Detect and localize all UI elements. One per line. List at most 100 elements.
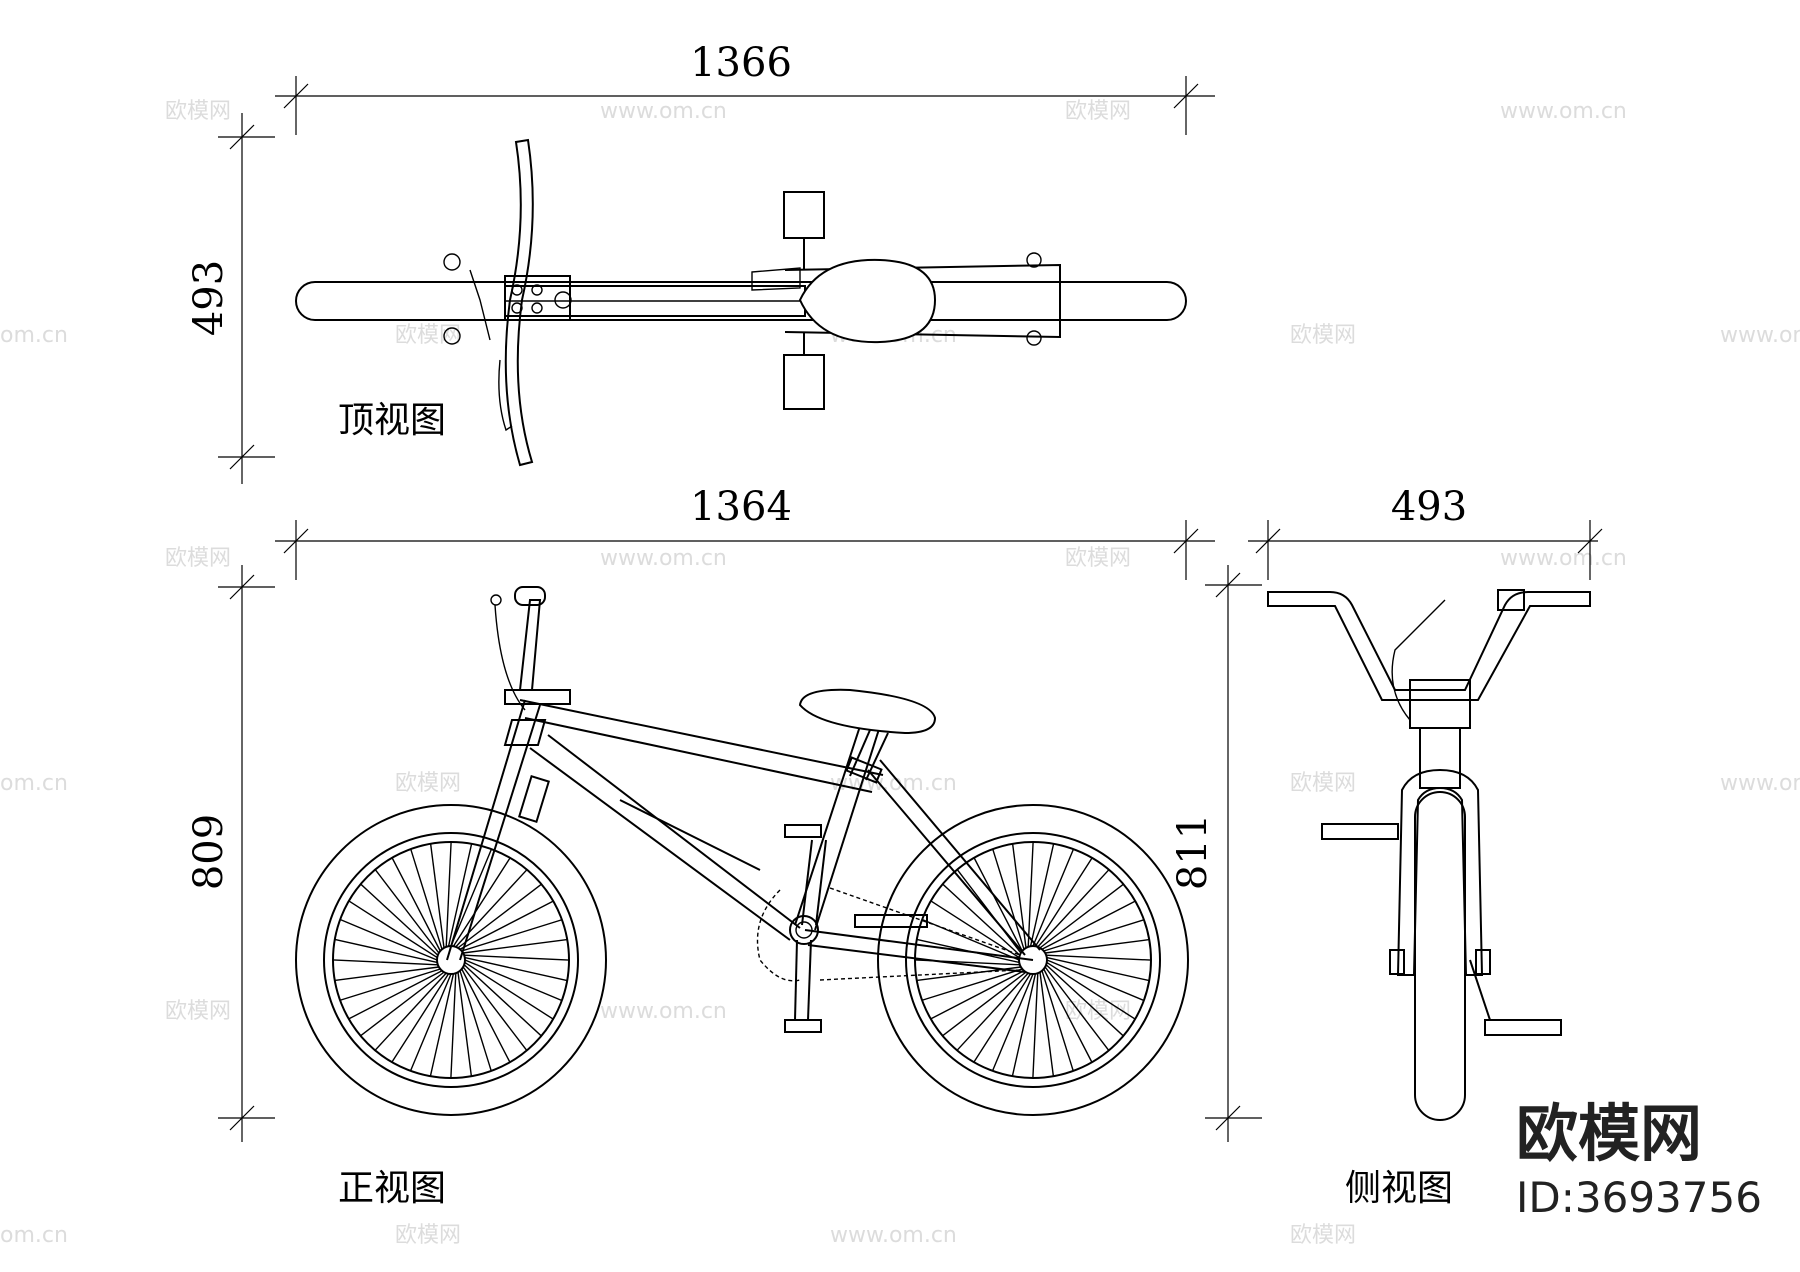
watermark-site: www.om.cn	[600, 999, 727, 1024]
side-view-bicycle	[1267, 589, 1591, 1121]
wheel-spoke	[1039, 883, 1124, 949]
wheel-spoke	[1029, 843, 1055, 947]
watermark-name: 欧模网	[1290, 771, 1356, 796]
front-wheel	[295, 804, 607, 1116]
wheel-spoke	[447, 843, 473, 947]
wheel-spoke	[360, 971, 445, 1037]
stem-side	[1409, 679, 1471, 729]
watermark-name: 欧模网	[1065, 999, 1131, 1024]
watermark-site: www.om.cn	[600, 99, 727, 124]
brand-id: ID:3693756	[1516, 1173, 1762, 1222]
watermark-short: om.cn	[0, 771, 68, 796]
top-height-dimension: 493	[186, 260, 232, 336]
wheel-spoke	[1041, 900, 1136, 950]
wheel-spoke	[339, 918, 438, 961]
brake-cable	[494, 604, 526, 711]
pedal-top-left	[783, 191, 825, 239]
wheel-spoke	[461, 919, 563, 952]
pedal-front-upper	[784, 824, 822, 838]
wheel-spoke	[360, 883, 439, 956]
wheel-spoke	[374, 972, 447, 1051]
wheel-spoke	[450, 973, 457, 1079]
wheel-spoke	[348, 970, 443, 1020]
watermark-site: www.om.cn	[830, 1223, 957, 1248]
headtube-side	[1419, 727, 1461, 789]
saddle-top	[798, 258, 937, 344]
wheel-spoke	[374, 869, 440, 954]
pedal-front-lower	[784, 1019, 822, 1033]
wheel-spoke	[429, 973, 455, 1077]
wheel-spoke	[992, 848, 1025, 950]
front-view-label: 正视图	[338, 1168, 446, 1209]
wheel-spoke	[921, 968, 1023, 1001]
top-dimension-lines	[218, 76, 1215, 484]
rear-wheel	[877, 804, 1189, 1116]
wheel-spoke	[457, 883, 542, 949]
front-width-dimension: 1364	[690, 484, 792, 530]
wheel-spoke	[1044, 966, 1110, 1051]
top-view-label: 顶视图	[338, 400, 446, 441]
wheel-spoke	[461, 968, 511, 1063]
chainring-top	[751, 267, 801, 291]
handlebar-side	[1267, 591, 1591, 701]
frame	[519, 699, 1041, 973]
wheel-spoke	[445, 841, 452, 947]
wheel-spoke	[1037, 869, 1110, 948]
wheel-spoke	[463, 964, 542, 1037]
wheel-spoke	[464, 956, 568, 982]
fork	[446, 699, 550, 961]
brake-lever-side	[1497, 589, 1525, 611]
wheel-spoke	[410, 848, 443, 950]
wheel-spoke	[1011, 973, 1037, 1077]
front-dimension-lines	[218, 520, 1262, 1142]
wheel-spoke	[1045, 964, 1124, 1037]
watermark-site: www.om.cn	[1720, 323, 1800, 348]
handlebar	[490, 586, 571, 711]
wheel-spoke	[1034, 857, 1093, 947]
wheel-spoke	[1043, 919, 1145, 952]
seat	[798, 688, 937, 784]
watermark-name: 欧模网	[1065, 99, 1131, 124]
wheel-spoke	[391, 857, 441, 952]
wheel-spoke	[1041, 970, 1074, 1072]
wheel-spoke	[1027, 841, 1034, 947]
pedal-side-left	[1321, 823, 1399, 840]
front-height-left-dimension: 809	[186, 814, 232, 890]
wheel-spoke	[1032, 848, 1075, 947]
watermark-name: 欧模网	[165, 999, 231, 1024]
wheel-spoke	[459, 900, 554, 950]
wheel-spoke	[452, 857, 511, 947]
side-dimension-lines	[1248, 520, 1603, 580]
wheel-spoke	[450, 848, 493, 947]
side-view-label: 侧视图	[1345, 1168, 1453, 1209]
wheel-spoke	[930, 900, 1020, 959]
watermark-layer: 欧模网 www.om.cn 欧模网 www.om.cn om.cn 欧模网 ww…	[0, 99, 1800, 1248]
wheel-spoke	[457, 972, 473, 1077]
wheel-spoke	[464, 959, 563, 1002]
wheel-spoke	[973, 857, 1023, 952]
wheel-spoke	[1046, 961, 1136, 1020]
watermark-short: om.cn	[0, 1223, 68, 1248]
wheel-spoke	[1046, 954, 1152, 961]
wheel-spoke	[1046, 956, 1150, 982]
wheel-spoke	[930, 970, 1025, 1020]
watermark-name: 欧模网	[395, 1223, 461, 1248]
pedal-side-right	[1484, 1019, 1562, 1036]
wheel-spoke	[334, 938, 438, 964]
brake-lever-top	[498, 359, 513, 432]
wheel-spoke	[1043, 968, 1093, 1063]
wheel-spoke	[339, 968, 441, 1001]
wheel-spoke	[409, 973, 452, 1072]
watermark-site: www.om.cn	[600, 546, 727, 571]
watermark-name: 欧模网	[1290, 1223, 1356, 1248]
watermark-short: om.cn	[0, 323, 68, 348]
wheel-spoke	[459, 970, 492, 1072]
rear-peg	[854, 914, 928, 928]
rear-chainstay-top	[784, 263, 1061, 339]
wheel-spoke	[1039, 972, 1055, 1077]
wheel-spoke	[464, 954, 570, 961]
front-view-bicycle	[295, 586, 1189, 1116]
watermark-name: 欧模网	[1290, 323, 1356, 348]
wheel-spoke	[463, 938, 568, 954]
